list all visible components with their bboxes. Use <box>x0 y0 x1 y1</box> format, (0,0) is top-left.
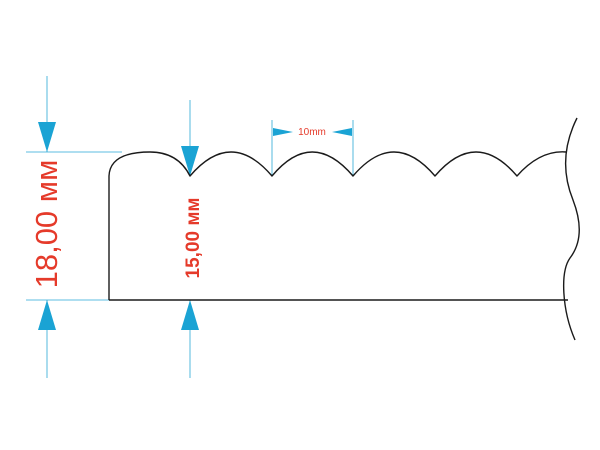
inner-height-top-arrow <box>181 146 199 176</box>
scallop-width-label: 10mm <box>298 127 326 138</box>
inner-height-bottom-arrow <box>181 300 199 330</box>
scalloped-top-edge <box>108 151 567 177</box>
part-outline <box>108 117 580 341</box>
outer-height-top-arrow <box>38 122 56 152</box>
inner-height-label: 15,00 мм <box>183 198 204 279</box>
dimension-arrows <box>38 122 352 330</box>
scallop-left-arrow <box>273 128 293 136</box>
break-line <box>562 117 580 341</box>
outer-height-label: 18,00 мм <box>29 160 64 289</box>
scallop-right-arrow <box>332 128 352 136</box>
outer-height-bottom-arrow <box>38 300 56 330</box>
